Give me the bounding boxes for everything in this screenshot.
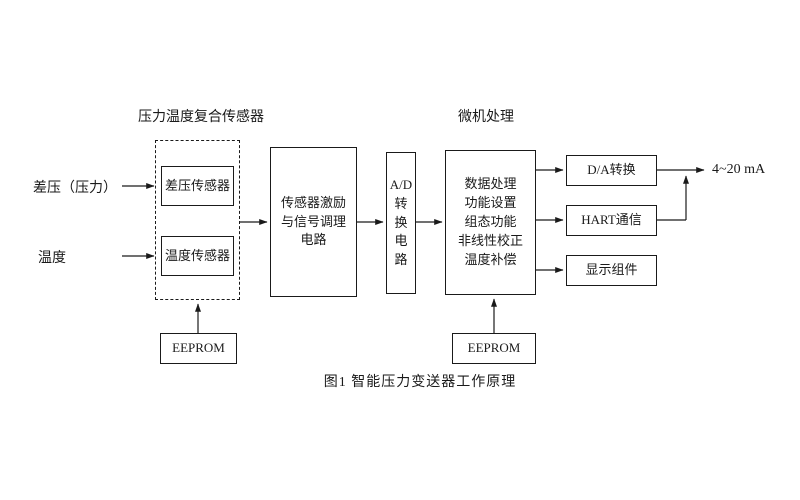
mcu-line: 功能设置 — [464, 195, 517, 211]
conditioning-line: 电路 — [300, 232, 327, 248]
da-converter-box: D/A转换 — [566, 155, 657, 186]
ad-converter-box: A/D 转 换 电 路 — [386, 152, 416, 294]
dp-sensor-label: 差压传感器 — [164, 177, 230, 193]
display-box: 显示组件 — [566, 255, 657, 286]
conditioning-box: 传感器激励 与信号调理 电路 — [270, 147, 357, 297]
eeprom-mcu-box: EEPROM — [452, 333, 536, 364]
ad-line: 路 — [394, 252, 408, 268]
conditioning-line: 与信号调理 — [280, 213, 346, 229]
display-label: 显示组件 — [585, 262, 638, 278]
dp-input-label: 差压（压力） — [33, 181, 117, 196]
mcu-box: 数据处理 功能设置 组态功能 非线性校正 温度补偿 — [445, 150, 536, 295]
ad-line: 换 — [394, 214, 408, 230]
mcu-line: 非线性校正 — [457, 232, 523, 248]
current-output-label: 4~20 mA — [712, 162, 766, 177]
hart-label: HART通信 — [581, 212, 642, 228]
ad-line: 电 — [394, 233, 408, 249]
dp-sensor-box: 差压传感器 — [161, 166, 234, 206]
mcu-line: 数据处理 — [464, 176, 517, 192]
hart-box: HART通信 — [566, 205, 657, 236]
figure-caption: 图1 智能压力变送器工作原理 — [323, 375, 517, 390]
ad-line: A/D — [389, 176, 413, 192]
eeprom-mcu-label: EEPROM — [467, 340, 521, 356]
da-converter-label: D/A转换 — [587, 162, 636, 178]
conditioning-line: 传感器激励 — [280, 194, 346, 210]
mcu-group-label: 微机处理 — [458, 110, 514, 125]
sensor-group-dashed-box — [155, 140, 240, 300]
mcu-line: 组态功能 — [464, 214, 517, 230]
temp-input-label: 温度 — [38, 251, 66, 266]
eeprom-sensor-label: EEPROM — [172, 340, 225, 356]
sensor-group-label: 压力温度复合传感器 — [138, 110, 264, 125]
ad-line: 转 — [394, 195, 408, 211]
eeprom-sensor-box: EEPROM — [160, 333, 237, 364]
temp-sensor-box: 温度传感器 — [161, 236, 234, 276]
temp-sensor-label: 温度传感器 — [164, 247, 230, 263]
mcu-line: 温度补偿 — [464, 251, 517, 267]
